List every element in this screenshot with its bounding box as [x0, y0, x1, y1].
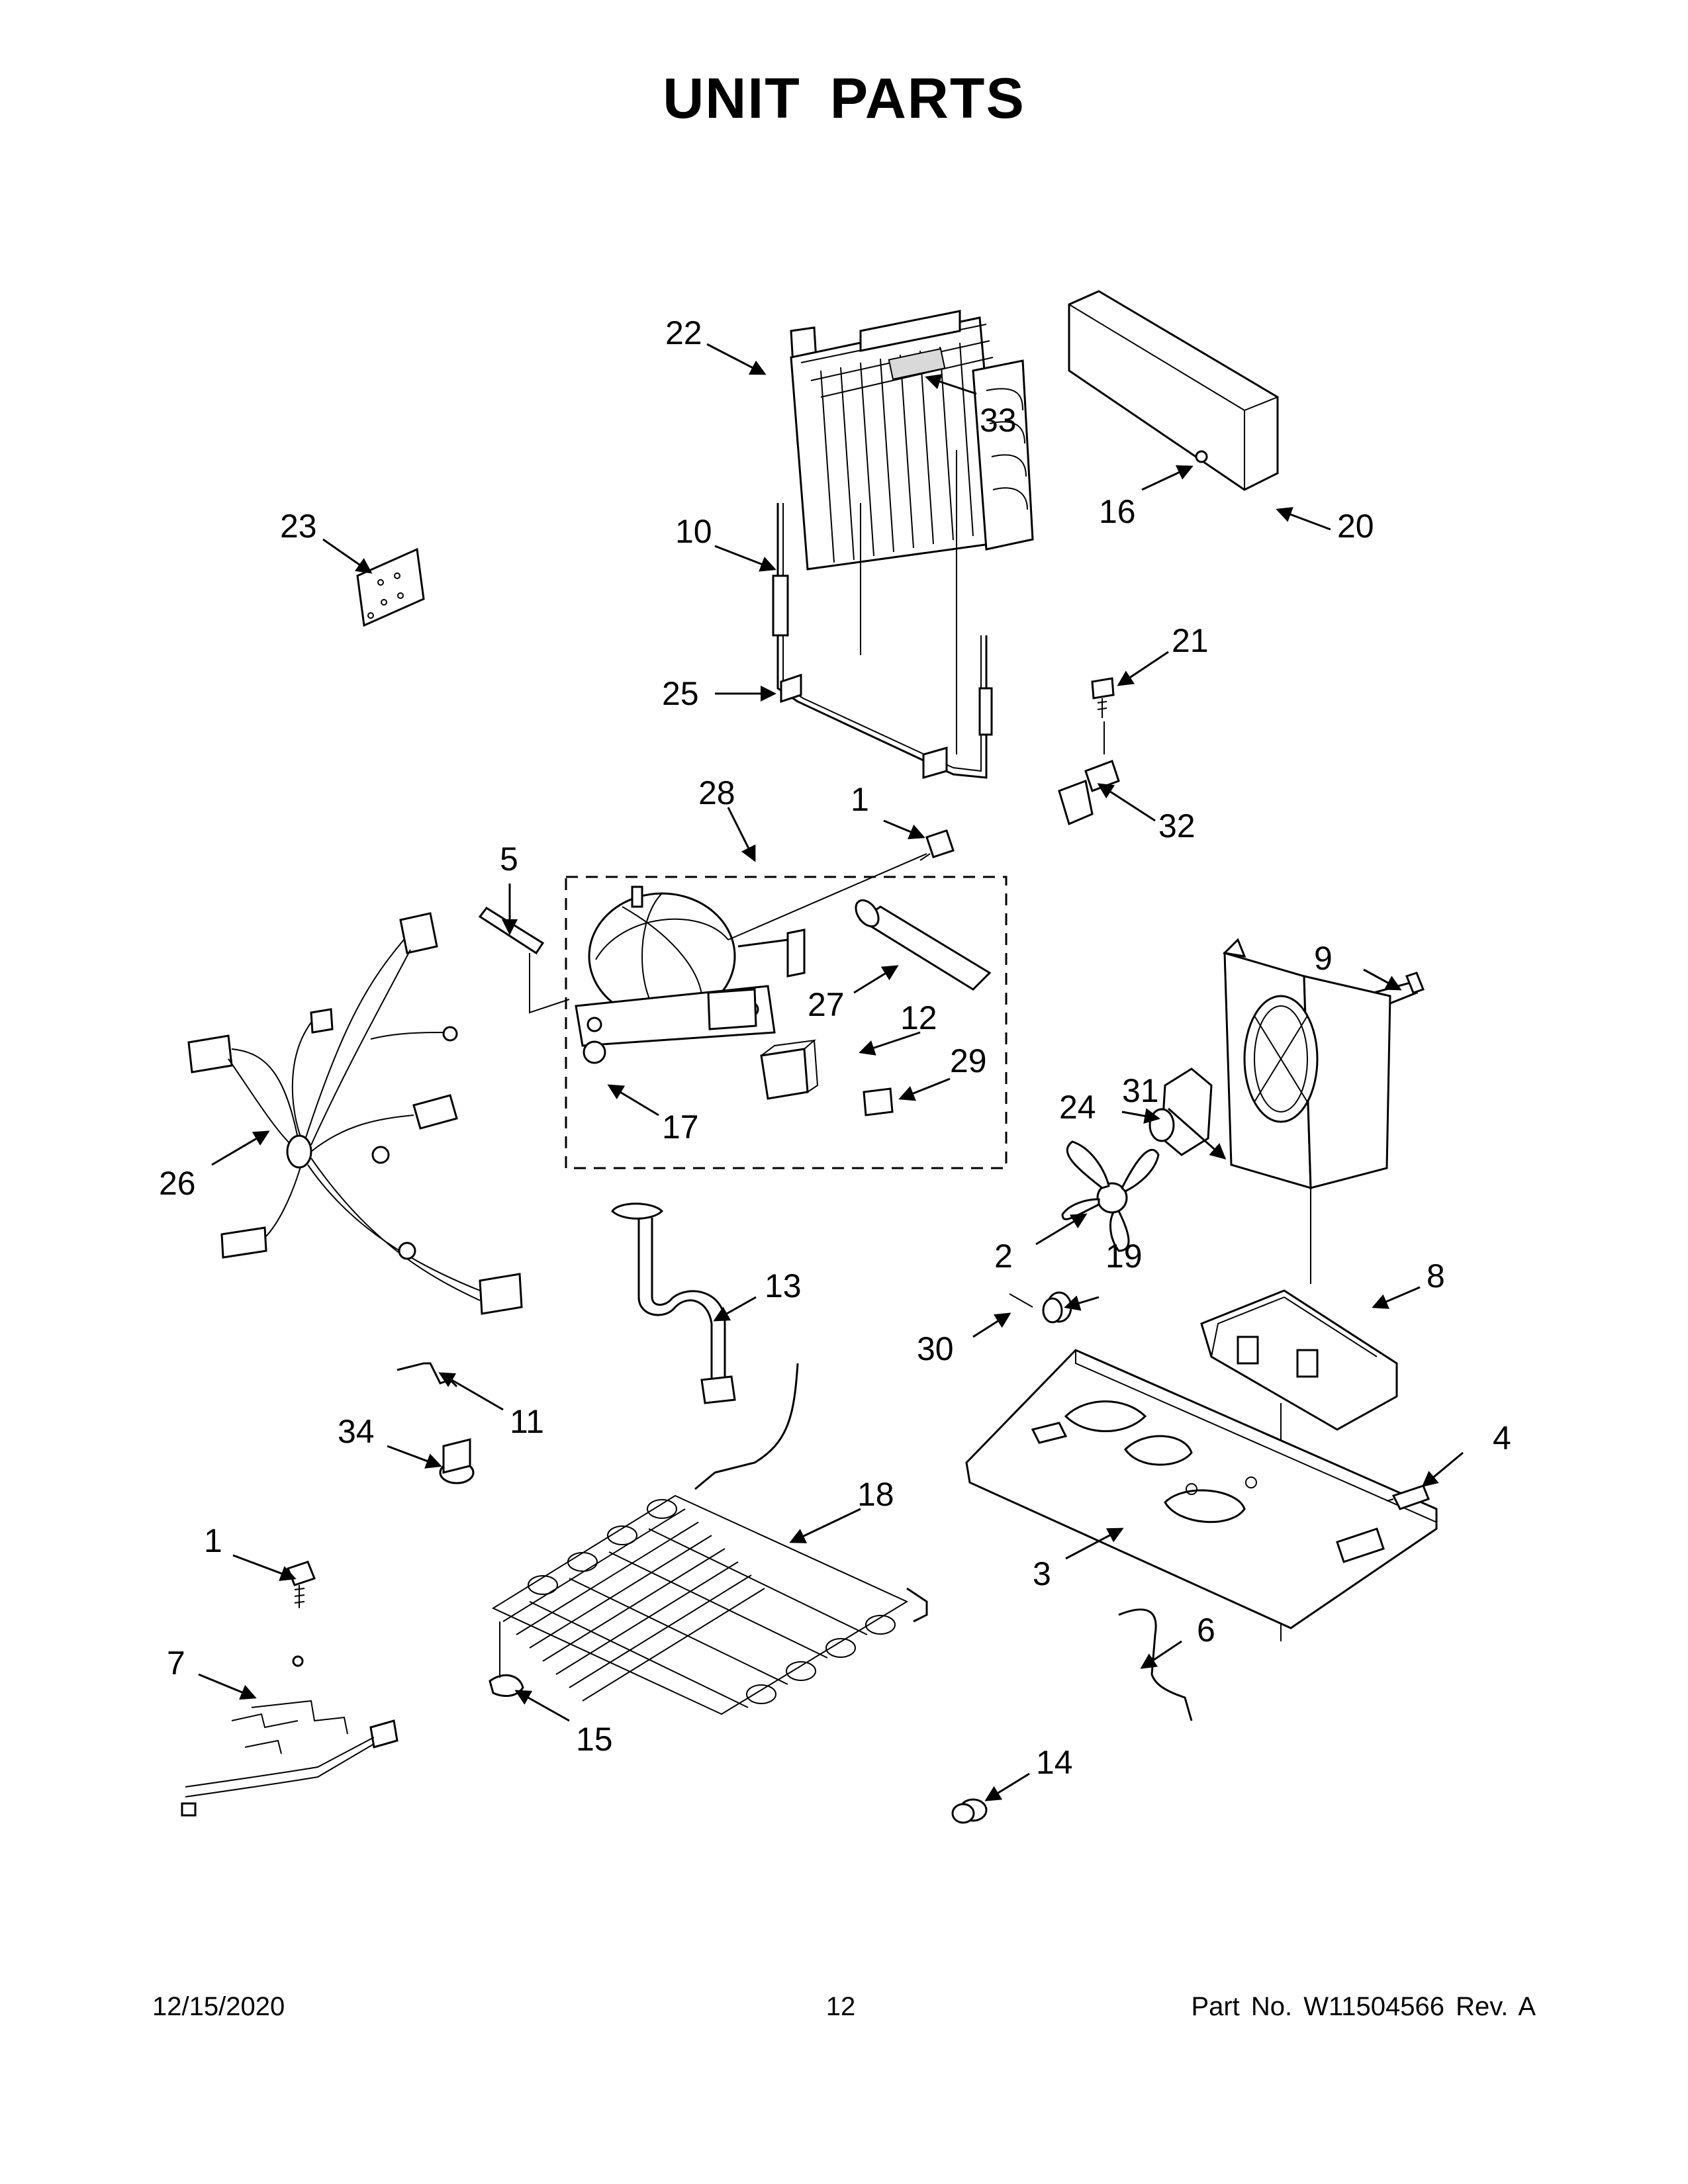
callout-2: 2: [994, 1238, 1013, 1275]
callout-7: 7: [167, 1645, 185, 1682]
callout-10: 10: [675, 513, 712, 550]
bushing-drawing: [951, 1798, 988, 1824]
callout-26: 26: [159, 1165, 196, 1202]
footer-page-number: 12: [825, 1992, 856, 2021]
callout-9: 9: [1314, 940, 1333, 977]
heater-harness-drawing: [181, 1655, 399, 1817]
callout-11: 11: [510, 1403, 544, 1440]
link-bar-drawing: [478, 907, 570, 1014]
callout-24: 24: [1059, 1089, 1096, 1126]
wire-drawing-6: [1118, 1608, 1193, 1721]
callout-32: 32: [1158, 807, 1196, 844]
callout-30: 30: [917, 1330, 954, 1367]
screw-drawing-bottom: [287, 1561, 316, 1608]
callout-33: 33: [980, 402, 1017, 439]
callout-31: 31: [1122, 1072, 1159, 1109]
wire-harness-drawing: [187, 912, 523, 1315]
callout-22: 22: [665, 314, 702, 351]
callout-18: 18: [857, 1476, 894, 1513]
footer-part-number: Part No. W11504566 Rev. A: [1191, 1992, 1536, 2021]
callout-arrows: [198, 343, 1464, 1801]
back-cover-drawing: [1068, 290, 1279, 491]
callout-28: 28: [698, 774, 735, 811]
footer-date: 12/15/2020: [152, 1992, 285, 2021]
fitting-drawing: [439, 1438, 475, 1484]
fan-shroud-drawing: [1222, 938, 1391, 1284]
callout-20: 20: [1337, 508, 1374, 545]
callout-5: 5: [500, 841, 518, 878]
fan-motor-drawing: [1149, 1068, 1213, 1156]
condenser-coil-drawing: [790, 310, 1034, 754]
evaporator-clip-drawing: [489, 1621, 524, 1697]
screw-and-bracket-drawing: [1058, 677, 1120, 826]
drain-tube-loop-drawing: [772, 503, 993, 779]
clip-drawing: [397, 1362, 458, 1388]
callout-4: 4: [1493, 1420, 1511, 1457]
callout-12: 12: [900, 999, 937, 1036]
callout-13: 13: [765, 1267, 802, 1304]
callout-16: 16: [1099, 493, 1136, 530]
drain-tube-drawing: [611, 1203, 736, 1404]
fan-blade-drawing: [1061, 1140, 1160, 1252]
callout-labels: 22 33 10 25 23 16 20 21 32 28 1 5 27 12 …: [159, 314, 1511, 1781]
compressor-assembly-drawing: [565, 853, 1008, 1169]
callout-1-bottom: 1: [204, 1522, 222, 1559]
callout-3: 3: [1033, 1555, 1051, 1592]
page-title: UNIT PARTS: [663, 67, 1025, 130]
callout-14: 14: [1036, 1744, 1073, 1781]
callout-6: 6: [1197, 1612, 1215, 1649]
callout-19: 19: [1105, 1238, 1143, 1275]
callout-17: 17: [662, 1109, 699, 1146]
callout-1-top: 1: [851, 781, 869, 818]
callout-29: 29: [950, 1042, 987, 1079]
callout-8: 8: [1427, 1257, 1445, 1295]
callout-21: 21: [1172, 622, 1209, 659]
screw-drawing-4: [1386, 1484, 1430, 1510]
evaporator-drawing: [491, 1363, 928, 1715]
grommet-and-pin-drawing: [1009, 1291, 1072, 1324]
control-board-drawing: [356, 547, 425, 627]
callout-34: 34: [338, 1413, 375, 1450]
callout-27: 27: [808, 986, 845, 1023]
screw-drawing-top: [919, 829, 955, 861]
base-plate-drawing: [965, 1349, 1438, 1629]
callout-15: 15: [576, 1721, 613, 1758]
callout-23: 23: [280, 508, 317, 545]
callout-25: 25: [662, 675, 699, 712]
